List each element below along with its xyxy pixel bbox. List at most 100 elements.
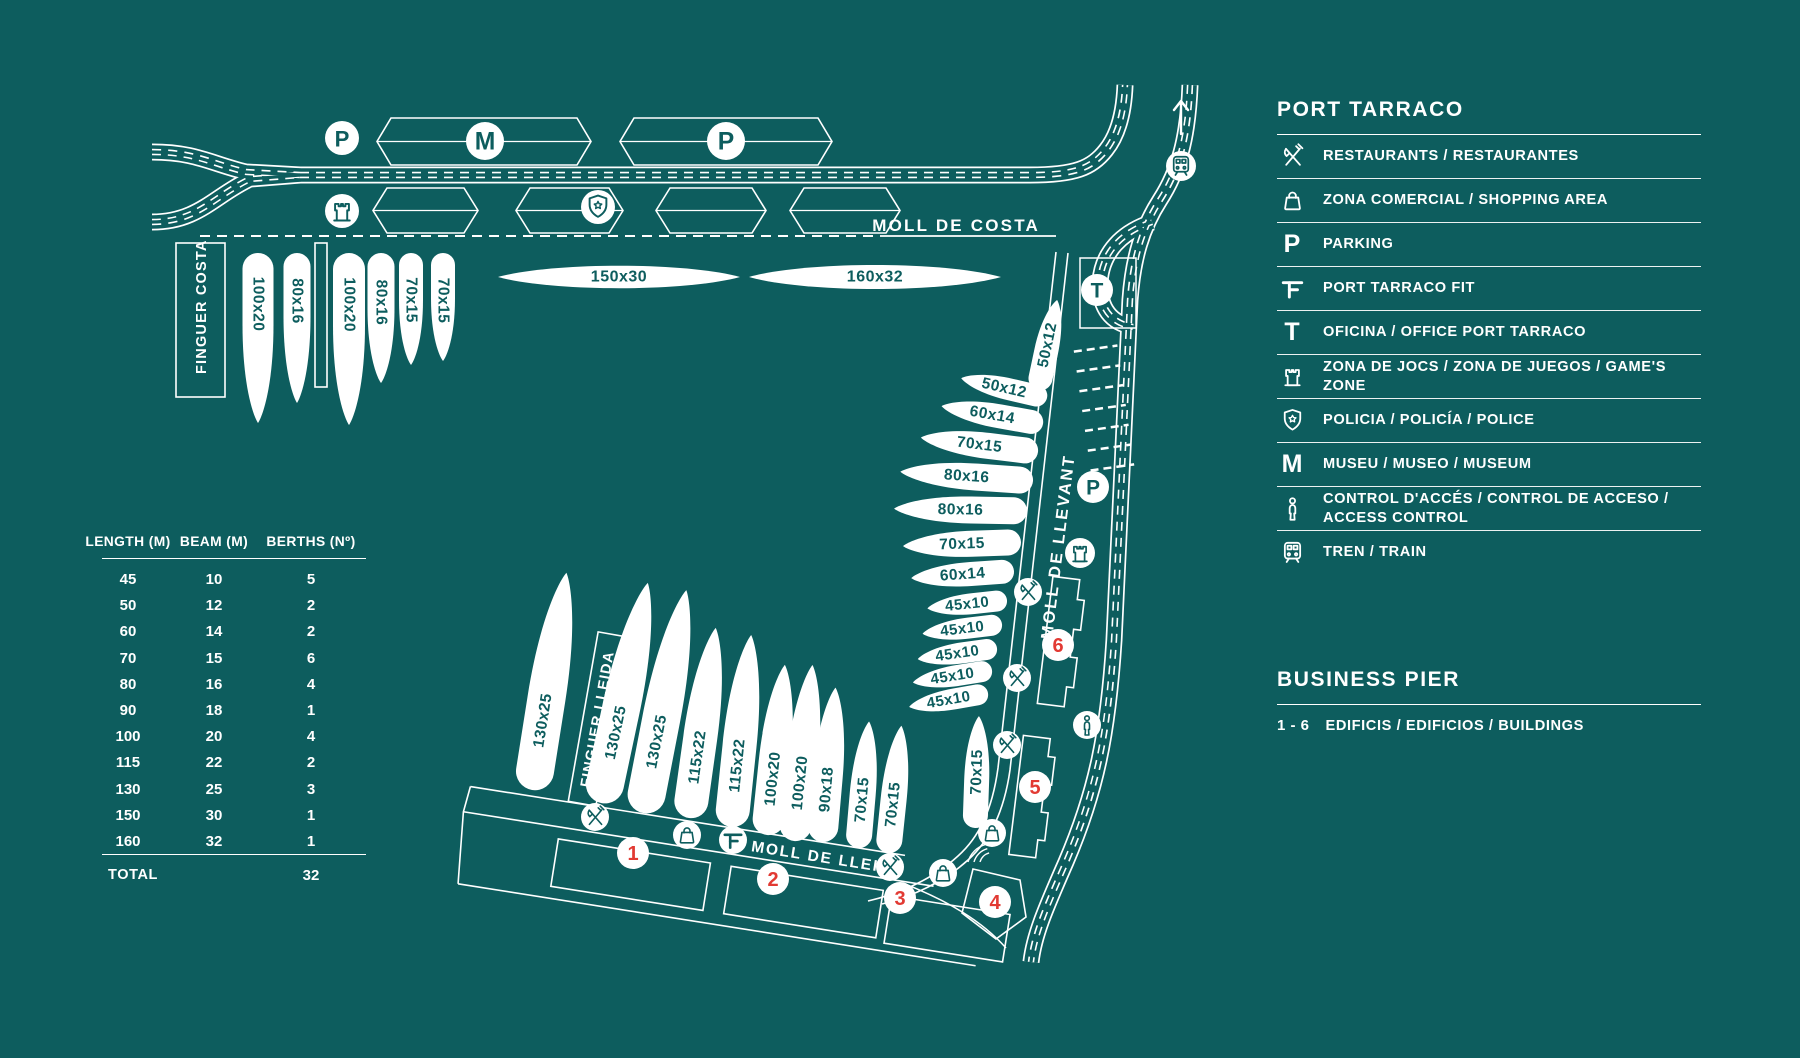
fit-icon bbox=[1281, 281, 1303, 299]
legend-item: T OFICINA / OFFICE PORT TARRACO bbox=[1277, 311, 1701, 355]
table-cell: 22 bbox=[205, 754, 223, 772]
table-cell: 30 bbox=[205, 806, 223, 824]
legend-title: PORT TARRACO bbox=[1277, 98, 1701, 135]
berth bbox=[846, 721, 877, 848]
table-total-label: TOTAL bbox=[108, 867, 158, 884]
office-icon: T bbox=[1284, 318, 1300, 346]
berth-size-label: 80x16 bbox=[289, 278, 306, 324]
building-range: 1 - 6 bbox=[1277, 717, 1310, 734]
restaurant-icon bbox=[1003, 664, 1031, 692]
svg-text:T: T bbox=[1091, 280, 1104, 303]
legend-item-label: PORT TARRACO FIT bbox=[1323, 280, 1476, 297]
building-number: 4 bbox=[989, 892, 1001, 914]
berth bbox=[894, 496, 1027, 525]
table-cell: 15 bbox=[205, 649, 223, 667]
legend-item-label: ZONA DE JOCS / ZONA DE JUEGOS / GAME'S Z… bbox=[1323, 359, 1667, 394]
legend-item: RESTAURANTS / RESTAURANTES bbox=[1277, 135, 1701, 179]
table-header: LENGTH (M) bbox=[85, 534, 171, 549]
table-cell: 100 bbox=[115, 728, 141, 746]
berth bbox=[752, 664, 793, 836]
parking-icon: P bbox=[1077, 471, 1109, 503]
legend-items: RESTAURANTS / RESTAURANTES ZONA COMERCIA… bbox=[1277, 135, 1701, 574]
berth-size-label: 80x16 bbox=[373, 280, 390, 326]
berth bbox=[917, 639, 998, 665]
berth-size-label: 150x30 bbox=[591, 269, 647, 286]
legend-item-label: RESTAURANTS / RESTAURANTES bbox=[1323, 148, 1579, 165]
restaurant-icon bbox=[993, 731, 1021, 759]
legend-item-label: MUSEU / MUSEO / MUSEUM bbox=[1323, 456, 1532, 473]
table-header: BERTHS (Nº) bbox=[266, 534, 356, 549]
police-icon bbox=[581, 190, 615, 224]
bag-icon bbox=[1283, 191, 1301, 211]
table-cell: 80 bbox=[119, 675, 137, 693]
berth bbox=[920, 431, 1039, 464]
berth bbox=[903, 529, 1021, 557]
costa-pier-divider bbox=[314, 242, 328, 388]
table-cell: 12 bbox=[205, 597, 223, 615]
table-cell: 20 bbox=[205, 728, 223, 746]
berth bbox=[367, 253, 395, 383]
svg-text:M: M bbox=[475, 129, 496, 156]
table-cell: 32 bbox=[205, 832, 223, 850]
building-number: 1 bbox=[627, 843, 638, 865]
table-cell: 60 bbox=[119, 623, 137, 641]
berth bbox=[779, 664, 821, 842]
table-header: BEAM (M) bbox=[179, 534, 249, 549]
platform-3 bbox=[883, 894, 1011, 963]
berth bbox=[283, 253, 311, 403]
building-number: 3 bbox=[894, 888, 905, 910]
berth-size-label: 70x15 bbox=[939, 535, 985, 554]
legend-item-label: POLICIA / POLICÍA / POLICE bbox=[1323, 412, 1535, 429]
berth-size-label: 115x22 bbox=[726, 738, 749, 793]
berth-size-label: 80x16 bbox=[943, 466, 990, 486]
berth bbox=[515, 572, 573, 791]
building-number-badge: 2 bbox=[757, 863, 789, 895]
games-icon bbox=[325, 194, 359, 228]
svg-text:P: P bbox=[335, 127, 350, 152]
building-6 bbox=[1036, 575, 1086, 708]
berth-size-label: 45x10 bbox=[944, 593, 990, 615]
legend-item: M MUSEU / MUSEO / MUSEUM bbox=[1277, 443, 1701, 487]
table-cell: 14 bbox=[205, 623, 223, 641]
bag-icon bbox=[978, 819, 1006, 847]
legend-item-label: CONTROL D'ACCÉS / CONTROL DE ACCESO / AC… bbox=[1323, 491, 1669, 526]
table-cell: 50 bbox=[119, 597, 137, 615]
berth bbox=[909, 684, 989, 712]
parking-icon: P bbox=[1283, 230, 1301, 258]
legend-panel: PORT TARRACO RESTAURANTS / RESTAURANTES … bbox=[1277, 98, 1701, 574]
access-icon bbox=[1073, 711, 1101, 739]
building-number: 2 bbox=[767, 869, 778, 891]
table-cell: 18 bbox=[205, 701, 223, 719]
parking-icon: P bbox=[707, 122, 745, 160]
table-cell: 130 bbox=[115, 780, 141, 798]
business-pier-panel: BUSINESS PIER 1 - 6 EDIFICIS / EDIFICIOS… bbox=[1277, 668, 1701, 734]
table-cell: 45 bbox=[119, 571, 137, 588]
berth-size-label: 160x32 bbox=[847, 269, 903, 286]
office-quay-box bbox=[1079, 257, 1137, 329]
bag-icon bbox=[673, 821, 701, 849]
building-number-badge: 5 bbox=[1019, 771, 1051, 803]
berth bbox=[962, 716, 990, 828]
berth-size-label: 60x14 bbox=[939, 565, 986, 585]
berth bbox=[627, 590, 691, 814]
building-number-badge: 6 bbox=[1042, 629, 1074, 661]
business-pier-title: BUSINESS PIER bbox=[1277, 668, 1701, 705]
table-cell: 6 bbox=[306, 649, 316, 667]
restaurant-icon bbox=[876, 853, 904, 881]
restaurant-icon bbox=[581, 803, 609, 831]
platform-2 bbox=[722, 865, 885, 939]
svg-text:P: P bbox=[1086, 477, 1100, 500]
restaurant-icon bbox=[1014, 578, 1042, 606]
berth bbox=[922, 614, 1003, 640]
table-cell: 160 bbox=[115, 832, 141, 850]
svg-text:P: P bbox=[718, 129, 734, 156]
office-icon: T bbox=[1081, 274, 1113, 306]
legend-item: CONTROL D'ACCÉS / CONTROL DE ACCESO / AC… bbox=[1277, 487, 1701, 531]
table-cell bbox=[172, 855, 256, 884]
table-cell: 2 bbox=[306, 597, 316, 615]
berth-size-label: 80x16 bbox=[938, 501, 984, 519]
table-cell: 5 bbox=[306, 571, 316, 588]
berth-size-label: 100x20 bbox=[341, 277, 358, 332]
